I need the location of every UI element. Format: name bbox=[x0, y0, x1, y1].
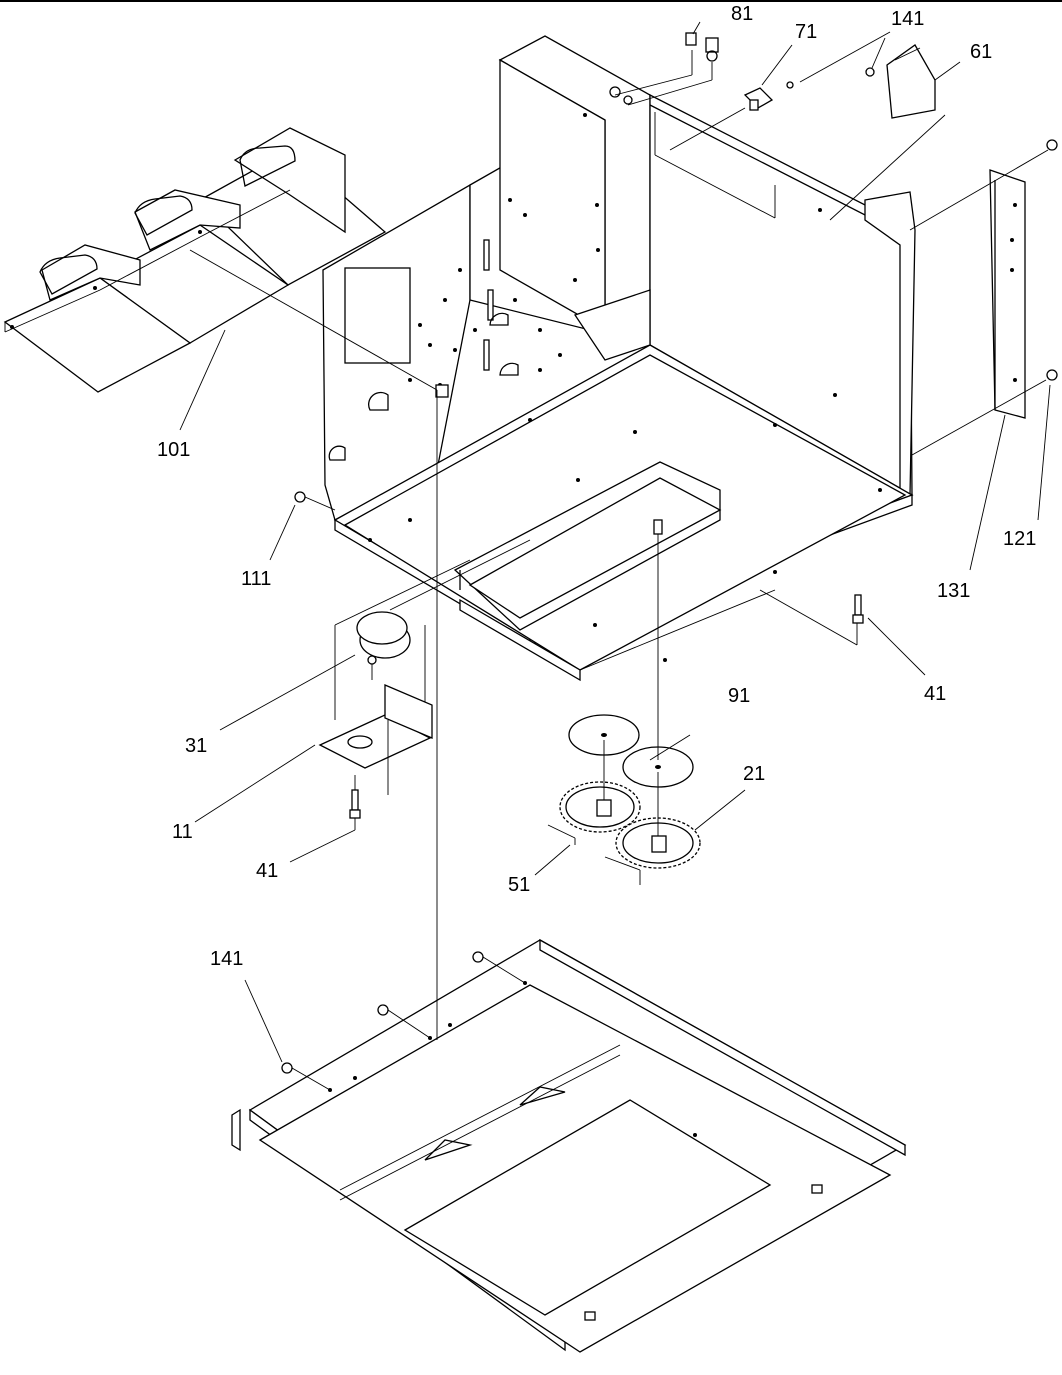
part-11-bracket bbox=[194, 684, 433, 823]
label-part-51: 51 bbox=[508, 874, 530, 896]
label-part-31: 31 bbox=[185, 735, 207, 757]
label-part-41-left: 41 bbox=[256, 860, 278, 882]
label-part-141-bottom: 141 bbox=[210, 948, 243, 970]
label-part-81: 81 bbox=[731, 3, 753, 25]
part-41-pin-left bbox=[289, 775, 361, 863]
part-81-fasteners bbox=[614, 21, 719, 106]
part-71-switch bbox=[669, 44, 794, 151]
label-part-61: 61 bbox=[970, 41, 992, 63]
part-131-side-panel bbox=[909, 139, 1058, 571]
label-part-111: 111 bbox=[241, 568, 271, 590]
label-part-121: 121 bbox=[1003, 528, 1036, 550]
part-111-screw bbox=[269, 491, 336, 561]
label-part-91: 91 bbox=[728, 685, 750, 707]
part-41-pin-right bbox=[759, 589, 926, 676]
label-part-131: 131 bbox=[937, 580, 970, 602]
label-part-11: 11 bbox=[172, 821, 193, 843]
part-61-cover-plate bbox=[799, 31, 961, 221]
bottom-cover bbox=[231, 390, 907, 1353]
part-31-motor bbox=[219, 539, 531, 731]
filter-tray-assembly bbox=[3, 127, 387, 393]
label-part-71: 71 bbox=[795, 21, 817, 43]
label-part-21: 21 bbox=[743, 763, 765, 785]
main-cabinet bbox=[322, 35, 916, 682]
leader-91 bbox=[189, 249, 438, 391]
label-part-41-right: 41 bbox=[924, 683, 946, 705]
label-part-141-top: 141 bbox=[891, 8, 924, 30]
leader-101 bbox=[179, 329, 226, 431]
gear-assembly bbox=[534, 519, 746, 885]
label-part-101: 101 bbox=[157, 439, 190, 461]
cabinet-holes bbox=[368, 113, 882, 662]
